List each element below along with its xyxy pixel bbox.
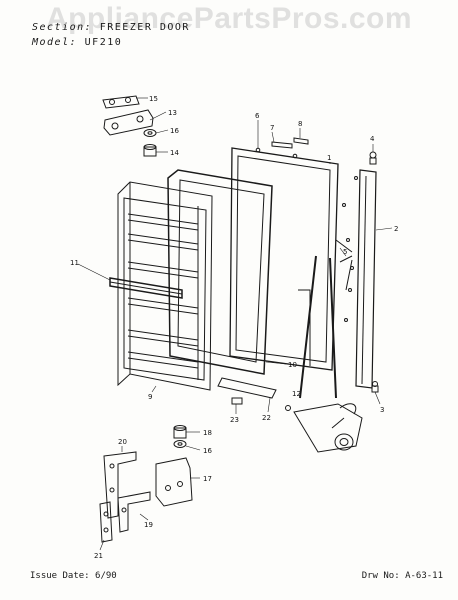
outer-door-panel-part: [229, 147, 339, 371]
callout-leaders: [77, 97, 393, 551]
callout-labels: 15 13 16 14 6 7 8 1 4 2 11 5 10 12 3 9 2…: [70, 95, 398, 560]
lock-detail-part: [285, 403, 363, 453]
door-liner-part: [117, 181, 213, 391]
lower-bushing-part: [173, 440, 187, 448]
screws-group: [335, 176, 358, 322]
section-value: FREEZER DOOR: [99, 22, 190, 33]
hinge-link-20: [103, 451, 137, 519]
section-label: Section:: [32, 22, 93, 33]
top-clip-part: [271, 141, 293, 149]
callout-label: 20: [118, 438, 127, 446]
callout-label: 12: [292, 390, 301, 398]
callout-label: 16: [170, 127, 179, 135]
callout-label: 18: [203, 429, 212, 437]
issue-date: Issue Date: 6/90: [30, 571, 117, 581]
callout-label: 17: [203, 475, 212, 483]
hinge-link-21: [99, 501, 113, 543]
callout-label: 10: [288, 361, 297, 369]
lower-pin-part: [173, 427, 187, 439]
callout-label: 23: [230, 416, 239, 424]
callout-label: 8: [298, 120, 302, 128]
bushing-part: [143, 129, 157, 137]
callout-label: 7: [270, 124, 274, 132]
trim-strip-part: [293, 137, 309, 145]
drawing-number: Drw No: A-63-11: [361, 571, 443, 581]
callout-label: 2: [394, 225, 398, 233]
screw-part: [369, 157, 377, 165]
side-trim-part: [355, 169, 377, 389]
callout-label: 16: [203, 447, 212, 455]
hinge-link-19: [117, 491, 151, 533]
callout-label: 21: [94, 552, 103, 560]
callout-label: 4: [370, 135, 375, 143]
callout-label: 3: [380, 406, 384, 414]
callout-label: 5: [343, 248, 347, 256]
callout-label: 15: [149, 95, 158, 103]
callout-label: 22: [262, 414, 271, 422]
bottom-hinge-part: [155, 457, 193, 507]
bottom-hinge-group: [99, 425, 193, 543]
watermark: AppliancePartsPros.com: [45, 2, 413, 35]
shelf-bar-part: [109, 277, 183, 299]
callout-label: 13: [168, 109, 177, 117]
hinge-plate-part: [102, 95, 140, 109]
door-gasket-part: [167, 169, 273, 375]
callout-label: 9: [148, 393, 152, 401]
callout-label: 1: [327, 154, 331, 162]
section-header: Section: FREEZER DOOR: [32, 22, 190, 33]
top-hinge-group: [102, 95, 157, 157]
model-header: Model: UF210: [32, 37, 122, 48]
callout-label: 14: [170, 149, 179, 157]
callout-label: 11: [70, 259, 79, 267]
hinge-bracket-part: [103, 109, 154, 136]
bottom-trim-part: [217, 377, 277, 405]
model-value: UF210: [84, 37, 123, 48]
callout-label: 6: [255, 112, 260, 120]
hinge-pin-part: [143, 146, 157, 157]
model-label: Model:: [32, 37, 78, 48]
callout-label: 19: [144, 521, 153, 529]
